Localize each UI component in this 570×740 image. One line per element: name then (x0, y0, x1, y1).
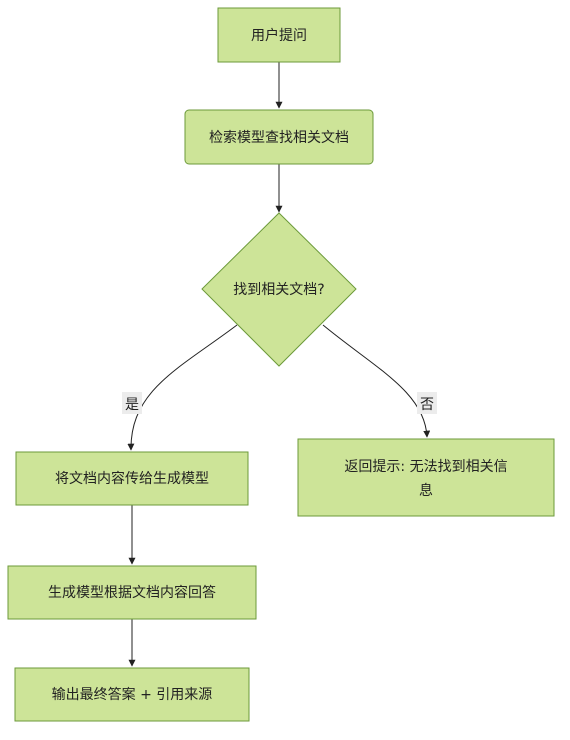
node-output-label: 输出最终答案 + 引用来源 (52, 686, 213, 703)
edge-decision-to-pass-docs (127, 324, 238, 451)
edge-label-no-text: 否 (420, 397, 434, 413)
node-retrieve-label: 检索模型查找相关文档 (209, 129, 349, 146)
node-no-docs-label-line1: 返回提示: 无法找到相关信 (344, 459, 507, 475)
edge-label-yes-text: 是 (125, 397, 139, 413)
edge-label-yes: 是 (122, 392, 142, 414)
node-retrieve: 检索模型查找相关文档 (184, 109, 374, 165)
edge-decision-to-no-docs (322, 324, 431, 438)
node-user-question-label: 用户提问 (251, 27, 307, 44)
node-no-docs: 返回提示: 无法找到相关信 息 (297, 438, 555, 517)
node-generate: 生成模型根据文档内容回答 (7, 565, 257, 620)
node-output: 输出最终答案 + 引用来源 (14, 667, 250, 722)
node-pass-docs: 将文档内容传给生成模型 (15, 451, 249, 506)
node-no-docs-label-line2: 息 (419, 482, 433, 499)
node-decision-label: 找到相关文档? (233, 282, 324, 298)
node-pass-docs-label: 将文档内容传给生成模型 (55, 470, 209, 487)
edge-label-no: 否 (417, 392, 437, 414)
node-user-question: 用户提问 (217, 7, 341, 63)
node-decision: 找到相关文档? (201, 212, 357, 367)
node-generate-label: 生成模型根据文档内容回答 (48, 584, 216, 601)
